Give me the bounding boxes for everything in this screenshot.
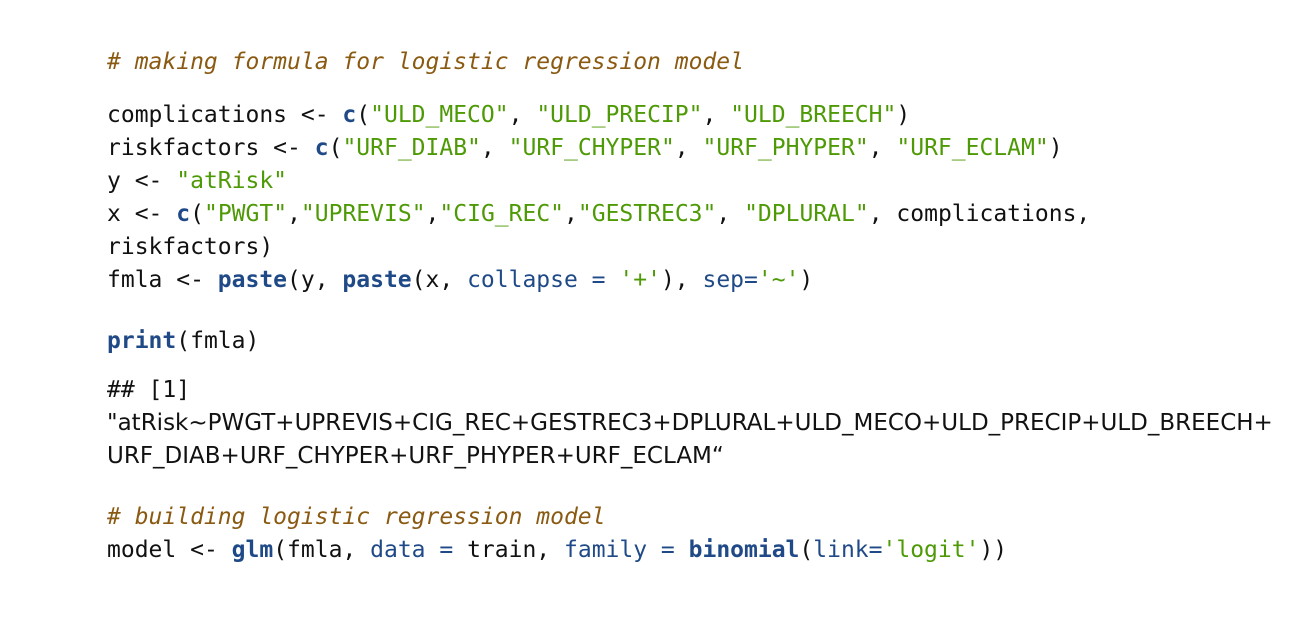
variable-name: complications [107,102,288,128]
separator: , [287,201,301,227]
function-name: c [342,102,357,128]
code-text: (fmla, [273,537,371,563]
code-line-print: print(fmla) [107,325,1277,358]
string-literal: "URF_ECLAM" [896,135,1049,161]
paren-close: ) [896,102,911,128]
assign-operator: <- [259,135,315,161]
separator: , [868,135,897,161]
code-text: ), [660,267,703,293]
string-literal: "ULD_PRECIP" [536,102,703,128]
string-literal: '+' [619,267,661,293]
variable-name: fmla [107,267,163,293]
separator: , [480,135,509,161]
code-line-x: x <- c("PWGT","UPREVIS","CIG_REC","GESTR… [107,198,1277,231]
code-block: # making formula for logistic regression… [107,46,1277,567]
separator: , [716,201,745,227]
string-literal: "atRisk" [176,168,288,194]
code-line-model: model <- glm(fmla, data = train, family … [107,534,1277,567]
code-line-riskfactors: riskfactors <- c("URF_DIAB", "URF_CHYPER… [107,132,1277,165]
code-line-x-continuation: riskfactors) [107,234,274,260]
code-line-fmla: fmla <- paste(y, paste(x, collapse = '+'… [107,264,1277,297]
string-literal: "URF_DIAB" [342,135,481,161]
function-name: paste [217,267,288,293]
separator: , [564,201,578,227]
separator: , [702,102,731,128]
output-header: ## [1] [107,377,191,403]
function-name: paste [342,267,412,293]
code-text: (y, [287,267,343,293]
argument-name: data = [370,537,468,563]
string-literal: "CIG_REC" [439,201,565,227]
string-literal: "ULD_MECO" [370,102,509,128]
string-literal: "URF_PHYPER" [702,135,869,161]
assign-operator: <- [176,537,232,563]
paren-open: ( [356,102,371,128]
assign-operator: <- [287,102,343,128]
variable-name: x [107,201,121,227]
string-literal: "URF_CHYPER" [508,135,675,161]
code-text: train, [467,537,564,563]
code-comment: # building logistic regression model [107,504,606,530]
code-text: , complications, [868,201,1091,227]
code-comment: # making formula for logistic regression… [107,49,744,75]
argument-name: collapse = [467,267,620,293]
paren-open: ( [190,201,204,227]
function-name: glm [231,537,274,563]
function-name: binomial [688,537,800,563]
output-line: "atRisk~PWGT+UPREVIS+CIG_REC+GESTREC3+DP… [107,410,1273,436]
paren-open: ( [328,135,343,161]
code-text: )) [979,537,1008,563]
assign-operator: <- [120,201,177,227]
variable-name: model [107,537,177,563]
function-name: print [107,328,177,354]
function-name: c [314,135,329,161]
argument-name: link= [813,537,883,563]
string-literal: "GESTREC3" [577,201,717,227]
string-literal: '~' [757,267,800,293]
code-text: (fmla) [176,328,260,354]
code-text: (x, [411,267,468,293]
variable-name: y [107,168,121,194]
separator: , [425,201,440,227]
assign-operator: <- [162,267,218,293]
function-name: c [176,201,191,227]
string-literal: "ULD_BREECH" [730,102,897,128]
separator: , [674,135,703,161]
argument-name: family = [564,537,689,563]
string-literal: 'logit' [882,537,980,563]
code-text: ( [799,537,814,563]
string-literal: "PWGT" [203,201,288,227]
code-text: ) [799,267,814,293]
separator: , [508,102,537,128]
code-line-complications: complications <- c("ULD_MECO", "ULD_PREC… [107,99,1277,132]
variable-name: riskfactors [107,135,260,161]
string-literal: "UPREVIS" [300,201,426,227]
argument-name: sep= [702,267,758,293]
code-line-y: y <- "atRisk" [107,165,1277,198]
output-line: URF_DIAB+URF_CHYPER+URF_PHYPER+URF_ECLAM… [107,443,724,469]
string-literal: "DPLURAL" [744,201,869,227]
paren-close: ) [1048,135,1063,161]
assign-operator: <- [120,168,177,194]
